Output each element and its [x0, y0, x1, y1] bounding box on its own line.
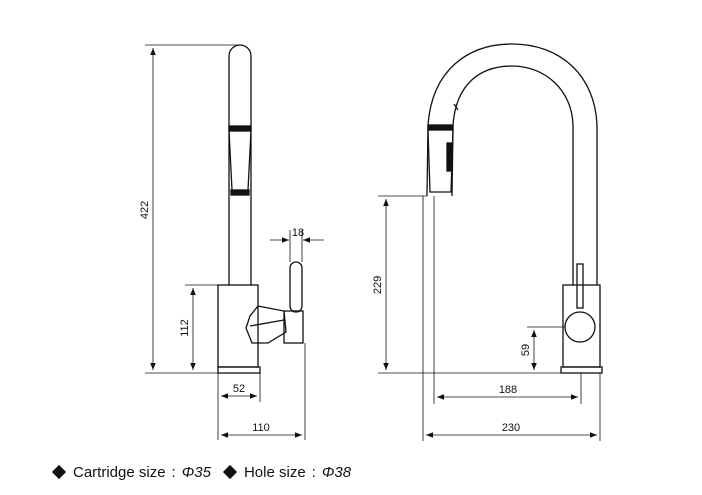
dim-label-112: 112	[179, 319, 191, 337]
front-gooseneck-spout	[426, 43, 598, 285]
dim-label-110: 110	[252, 422, 270, 434]
diamond-bullet-icon	[51, 464, 67, 480]
technical-drawing: 422 112 18 52 110	[139, 43, 603, 441]
side-handle-wedge-line	[249, 319, 285, 327]
spec-cartridge-value: Φ35	[181, 463, 211, 481]
dim-label-18: 18	[292, 227, 304, 239]
side-spout-band-lower	[230, 189, 250, 196]
side-spout-band-upper	[228, 125, 252, 132]
front-spray-notch	[453, 103, 459, 111]
spec-hole-value: Φ38	[321, 463, 352, 481]
dim-label-422: 422	[139, 201, 151, 219]
spec-cartridge-separator: :	[171, 463, 176, 481]
front-spray-band	[427, 124, 454, 131]
spec-hole-separator: :	[311, 463, 316, 481]
side-view	[217, 44, 304, 374]
side-spout-tube	[228, 44, 252, 285]
side-view-dimensions	[145, 44, 324, 440]
spec-hole: Hole size : Φ38	[222, 463, 352, 481]
side-handle-wedge	[245, 305, 287, 344]
dim-label-230: 230	[502, 422, 520, 434]
dim-label-188: 188	[499, 384, 517, 396]
side-handle-lever	[289, 261, 303, 313]
spec-cartridge-label: Cartridge size	[73, 463, 166, 481]
front-base-plate	[560, 366, 603, 374]
spec-hole-label: Hole size	[243, 463, 306, 481]
side-spout-taper	[228, 130, 252, 191]
side-base-plate	[217, 366, 261, 374]
front-handle-lever	[576, 263, 584, 309]
spec-line: Cartridge size : Φ35 Hole size : Φ38	[51, 461, 352, 483]
front-handle-knob	[564, 311, 596, 343]
front-spray-button	[446, 142, 453, 172]
side-handle-block	[283, 310, 304, 344]
front-gooseneck-inner	[451, 65, 574, 285]
front-view-dimensions	[378, 195, 601, 441]
dim-label-52: 52	[233, 383, 245, 395]
front-view	[426, 43, 603, 374]
dim-label-59: 59	[520, 344, 532, 356]
side-view-labels: 422 112 18 52 110	[139, 201, 304, 434]
front-view-labels: 229 59 188 230	[372, 276, 532, 434]
spec-cartridge: Cartridge size : Φ35	[51, 463, 211, 481]
diamond-bullet-icon	[222, 464, 238, 480]
dim-label-229: 229	[372, 276, 384, 294]
